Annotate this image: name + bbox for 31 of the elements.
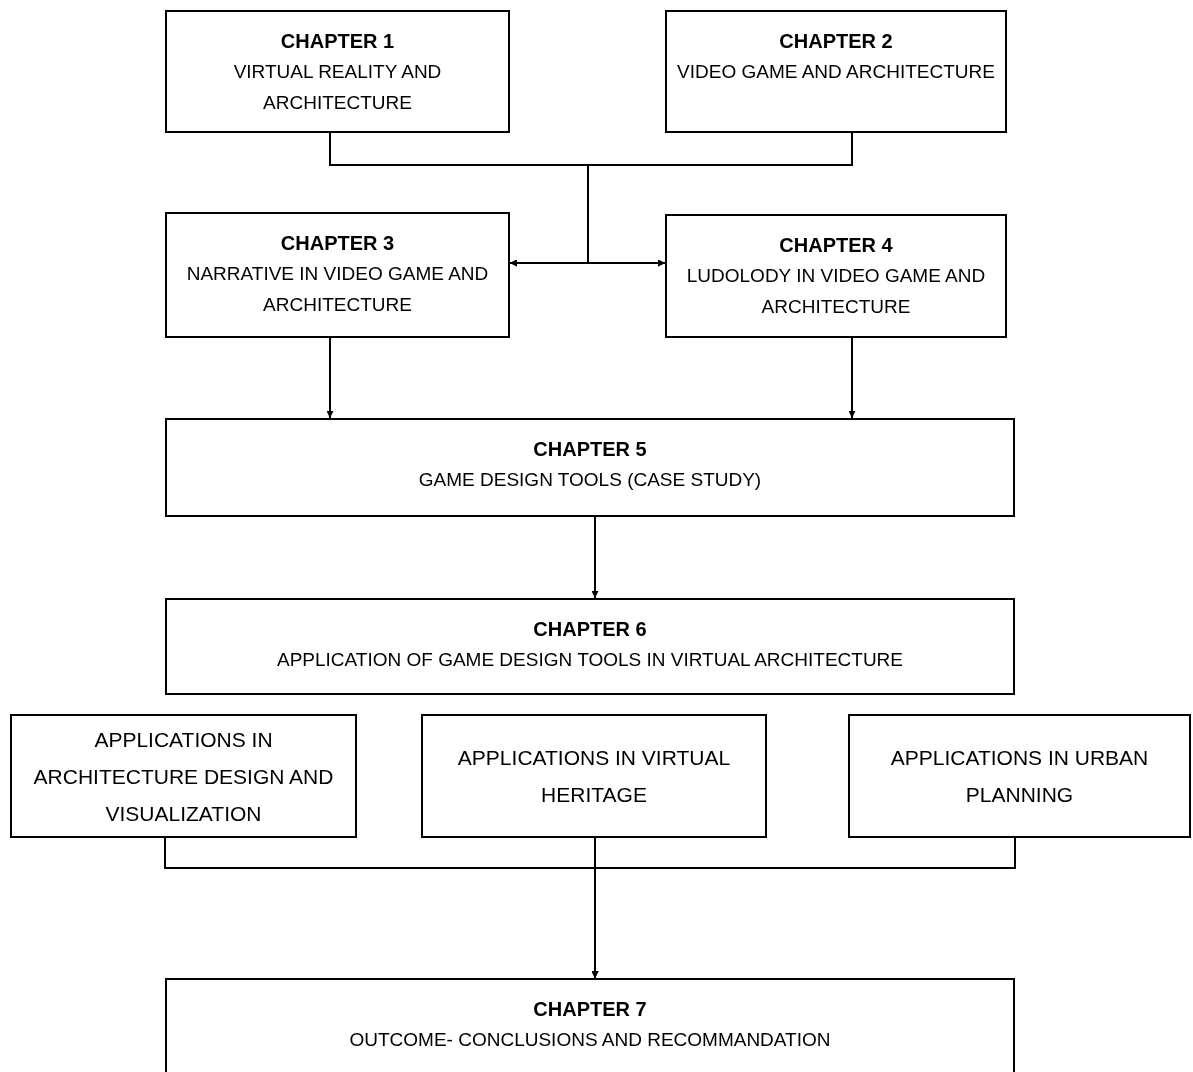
arrow [591, 516, 599, 599]
chapter-box [165, 10, 510, 133]
chapter-title: APPLICATIONS IN URBAN PLANNING [889, 745, 1150, 808]
chapter-box [165, 212, 510, 338]
chapter-box [165, 418, 1015, 517]
chapter-heading: CHAPTER 2 [779, 29, 893, 54]
arrow [326, 337, 334, 419]
chapter-title: APPLICATION OF GAME DESIGN TOOLS IN VIRTUAL ARCHITECTURE [276, 648, 904, 672]
chapter-title: VIDEO GAME AND ARCHITECTURE [677, 60, 995, 84]
chapter-title: VIRTUAL REALITY AND ARCHITECTURE [232, 60, 443, 115]
chapter-heading: CHAPTER 7 [533, 997, 647, 1022]
chapter-box [665, 10, 1007, 133]
chapter-box [665, 214, 1007, 338]
chapter-box [10, 714, 357, 838]
chapter-box [848, 714, 1191, 838]
chapter-title: LUDOLODY IN VIDEO GAME AND ARCHITECTURE [685, 264, 987, 319]
chapter-box [165, 598, 1015, 695]
chapter-title: NARRATIVE IN VIDEO GAME AND ARCHITECTURE [185, 262, 490, 317]
chapter-title: APPLICATIONS IN ARCHITECTURE DESIGN AND VISUALIZATION [32, 726, 335, 827]
chapter-title: GAME DESIGN TOOLS (CASE STUDY) [418, 468, 762, 492]
arrow [591, 837, 1016, 979]
chapter-title: OUTCOME- CONCLUSIONS AND RECOMMANDATION [349, 1028, 831, 1052]
chapter-heading: CHAPTER 4 [779, 233, 893, 258]
chapter-title: APPLICATIONS IN VIRTUAL HERITAGE [456, 745, 732, 808]
chapter-heading: CHAPTER 6 [533, 617, 647, 642]
chapter-heading: CHAPTER 5 [533, 437, 647, 462]
chapter-heading: CHAPTER 1 [280, 29, 395, 54]
arrow [848, 337, 856, 419]
chapter-box [421, 714, 767, 838]
chapter-heading: CHAPTER 3 [280, 231, 395, 256]
chapter-box [165, 978, 1015, 1072]
